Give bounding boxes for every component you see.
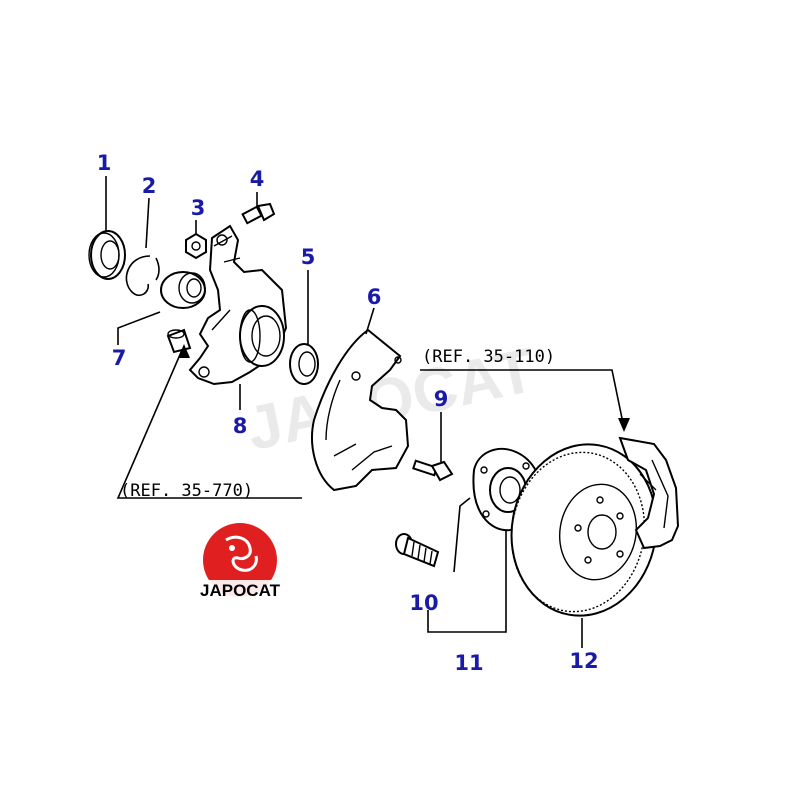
bolt-part-upper [241,202,276,225]
callout-11: 11 [454,651,483,675]
dust-shield-part [311,328,410,492]
ref-upper-label: (REF. 35-110) [422,347,555,367]
bolt-part-9 [412,459,454,482]
steering-knuckle-part [188,224,288,386]
callout-3: 3 [191,196,206,220]
callout-7: 7 [112,346,127,370]
hub-bolt-part [395,533,440,568]
dust-boot-part [166,328,192,354]
brake-caliper-part [618,436,680,550]
callout-5: 5 [301,245,316,269]
snap-ring-part [125,255,160,297]
wheel-bearing-part [160,271,206,309]
inner-seal-part [289,343,319,385]
callout-4: 4 [250,167,265,191]
nut-part [185,232,207,260]
callout-8: 8 [233,414,248,438]
callout-12: 12 [569,649,598,673]
oil-seal-part [88,230,126,280]
leader-lines [105,176,630,648]
callout-9: 9 [434,387,449,411]
ref-lower-label: (REF. 35-770) [120,481,253,501]
callout-1: 1 [97,151,112,175]
callout-labels: 1 2 3 4 5 6 7 8 9 10 11 12 [97,151,599,675]
logo-text: JAPOCAT [200,581,281,600]
callout-2: 2 [142,174,157,198]
callout-6: 6 [367,285,382,309]
japocat-logo: JAPOCAT [196,523,284,600]
callout-10: 10 [409,591,438,615]
